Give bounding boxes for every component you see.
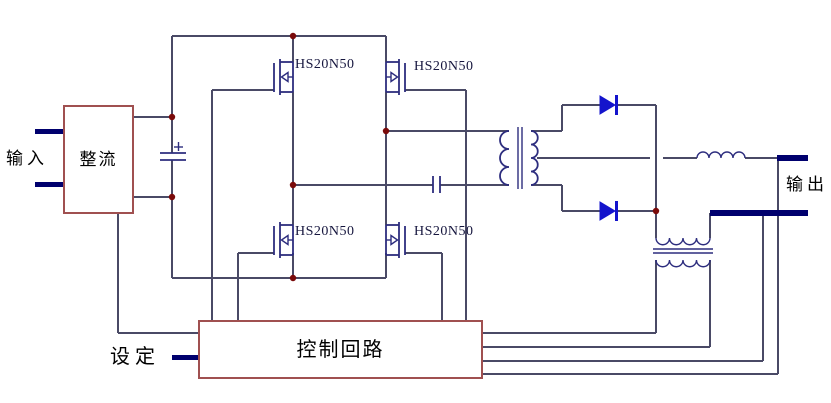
output-terminal-negative: [710, 210, 808, 216]
current-transformer-icon: [653, 237, 713, 268]
diode-top-icon: [599, 95, 618, 115]
rectifier-label: 整流: [79, 150, 118, 169]
mosfet-label-q4: HS20N50: [414, 224, 474, 239]
input-terminal-bottom: [35, 182, 66, 187]
output-inductor-icon: [696, 151, 746, 159]
output-terminal-label: 输出: [786, 175, 828, 194]
wires: [117, 35, 779, 375]
input-terminal-label: 输入: [6, 149, 48, 168]
junction-dots: [168, 32, 660, 282]
control-label: 控制回路: [296, 338, 385, 361]
rectifier-box: 整流: [63, 105, 134, 214]
main-transformer-icon: [499, 127, 539, 189]
mosfet-q1-icon: [273, 58, 294, 96]
setting-terminal: [172, 355, 199, 360]
blocking-capacitor-icon: [432, 176, 441, 193]
mosfet-q2-icon: [385, 58, 406, 96]
setting-terminal-label: 设定: [110, 346, 160, 368]
control-box: 控制回路: [198, 320, 483, 379]
mosfet-q4-icon: [385, 221, 406, 259]
mosfet-label-q3: HS20N50: [295, 224, 355, 239]
output-terminal-positive: [777, 155, 808, 161]
diode-bottom-icon: [599, 201, 618, 221]
bus-capacitor-icon: [160, 142, 186, 161]
input-terminal-top: [35, 129, 66, 134]
mosfet-label-q1: HS20N50: [295, 57, 355, 72]
mosfet-q3-icon: [273, 221, 294, 259]
mosfet-label-q2: HS20N50: [414, 59, 474, 74]
